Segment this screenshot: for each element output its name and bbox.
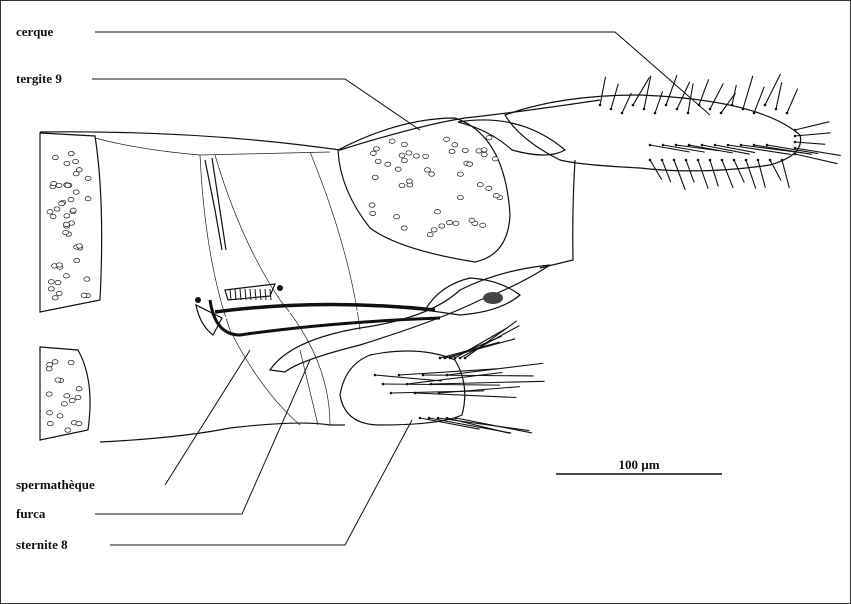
label-cerque: cerque bbox=[16, 24, 54, 39]
sternite-8 bbox=[340, 321, 545, 433]
spermatheque-structure bbox=[195, 284, 440, 335]
furca-structure bbox=[270, 265, 550, 425]
cerque-structure bbox=[505, 74, 841, 190]
left-upper-plate bbox=[40, 133, 102, 312]
label-tergite-9: tergite 9 bbox=[16, 71, 62, 86]
left-lower-plate bbox=[40, 347, 90, 440]
tergite-9 bbox=[338, 118, 565, 262]
label-furca: furca bbox=[16, 506, 46, 521]
scale-bar: 100 µm bbox=[556, 457, 722, 474]
label-spermatheque: spermathèque bbox=[16, 477, 95, 492]
leader-lines bbox=[92, 32, 710, 545]
label-sternite-8: sternite 8 bbox=[16, 537, 68, 552]
scale-bar-label: 100 µm bbox=[618, 457, 659, 472]
